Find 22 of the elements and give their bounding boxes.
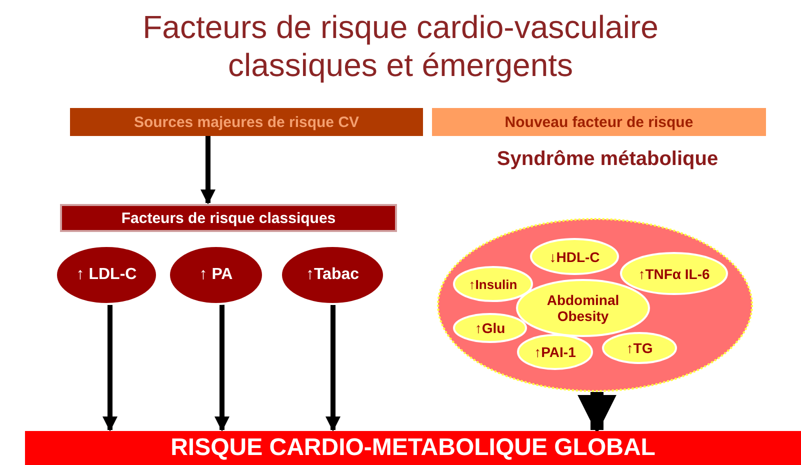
factor-ellipse: ↑Insulin xyxy=(453,266,533,302)
factor-ellipse: ↑PAI-1 xyxy=(517,334,593,370)
factor-ellipse: ↑Glu xyxy=(453,313,527,343)
center-ellipse: Abdominal Obesity xyxy=(516,279,650,337)
risk-factor-ellipse: ↑ PA xyxy=(168,245,264,305)
factor-ellipse: ↑TG xyxy=(602,332,677,364)
syndrome-circle xyxy=(437,218,753,392)
section-banner: Facteurs de risque classiques xyxy=(60,204,397,232)
arrow xyxy=(214,304,230,432)
factor-ellipse: ↓HDL-C xyxy=(530,238,619,275)
arrow xyxy=(200,136,216,204)
risk-factor-ellipse: ↑ LDL-C xyxy=(55,245,158,305)
result-banner: RISQUE CARDIO-METABOLIQUE GLOBAL xyxy=(25,431,801,465)
header-banner: Sources majeures de risque CV xyxy=(70,108,423,136)
arrow xyxy=(102,304,118,432)
subtitle: Syndrôme métabolique xyxy=(496,148,720,171)
factor-ellipse: ↑TNFα IL-6 xyxy=(620,252,728,295)
arrow xyxy=(578,392,616,434)
arrow xyxy=(326,305,340,432)
title: Facteurs de risque cardio-vasculaire classiques et émergents xyxy=(142,8,660,84)
header-banner: Nouveau facteur de risque xyxy=(432,108,766,136)
risk-factor-ellipse: ↑Tabac xyxy=(280,245,385,305)
